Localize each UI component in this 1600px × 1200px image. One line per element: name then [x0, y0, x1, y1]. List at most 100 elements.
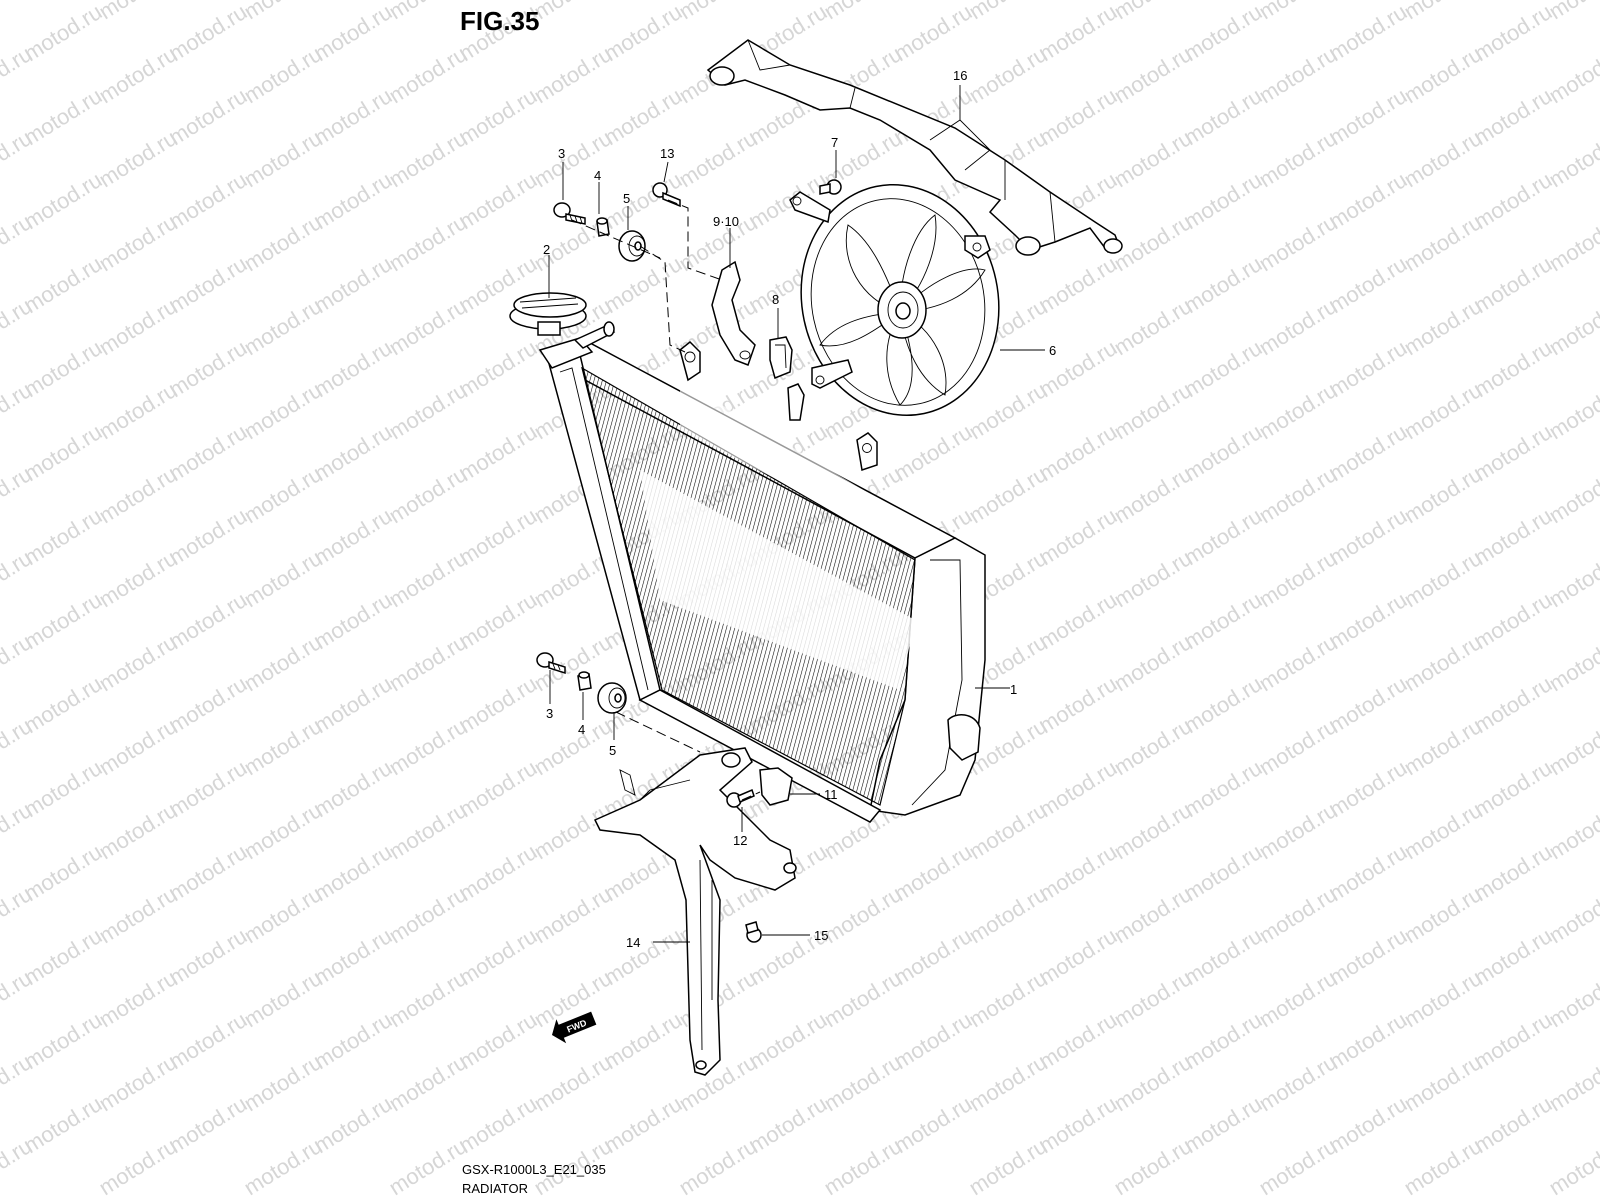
watermark-text: motod.ru — [94, 293, 181, 360]
watermark-text: motod.ru — [0, 0, 36, 24]
callout-2: 2 — [543, 242, 550, 257]
callout-5-lower: 5 — [609, 743, 616, 758]
watermark-text: motod.ru — [384, 797, 471, 864]
watermark-text: motod.ru — [1544, 377, 1600, 444]
watermark-text: motod.ru — [94, 209, 181, 276]
watermark-text: motod.ru — [529, 125, 616, 192]
watermark-text: motod.ru — [239, 377, 326, 444]
watermark-text: motod.ru — [1399, 965, 1486, 1032]
watermark-text: motod.ru — [1544, 461, 1600, 528]
watermark-text: motod.ru — [1109, 125, 1196, 192]
watermark-text: motod.ru — [1109, 965, 1196, 1032]
watermark-text: motod.ru — [1399, 293, 1486, 360]
watermark-text: motod.ru — [1254, 41, 1341, 108]
watermark-text: motod.ru — [384, 0, 471, 24]
watermark-text: motod.ru — [94, 629, 181, 696]
assembly-lines — [571, 199, 761, 801]
watermark-text: motod.ru — [239, 797, 326, 864]
watermark-text: motod.ru — [1399, 0, 1486, 24]
watermark-text: motod.ru — [1109, 1049, 1196, 1116]
figure-title: FIG.35 — [460, 6, 539, 36]
watermark-text: motod.ru — [1109, 1133, 1196, 1200]
watermark-text: motod.ru — [1399, 545, 1486, 612]
watermark-text: motod.ru — [674, 0, 761, 24]
watermark-text: motod.ru — [94, 377, 181, 444]
watermark-text: motod.ru — [529, 1049, 616, 1116]
watermark-text: motod.ru — [1399, 797, 1486, 864]
callout-14: 14 — [626, 935, 640, 950]
watermark-text: motod.ru — [1109, 377, 1196, 444]
watermark-text: motod.ru — [239, 713, 326, 780]
watermark-text: motod.ru — [1399, 713, 1486, 780]
watermark-text: motod.ru — [384, 209, 471, 276]
cooling-fan — [789, 183, 1000, 417]
watermark-text: motod.ru — [1254, 965, 1341, 1032]
callout-6: 6 — [1049, 343, 1056, 358]
watermark-text: motod.ru — [1544, 545, 1600, 612]
callout-3-lower: 3 — [546, 706, 553, 721]
model-code: GSX-R1000L3_E21_035 — [462, 1162, 606, 1177]
watermark-text: motod.ru — [529, 881, 616, 948]
watermark-text: motod.ru — [1544, 41, 1600, 108]
watermark-text: motod.ru — [1254, 209, 1341, 276]
watermark-text: motod.ru — [819, 0, 906, 24]
callout-4-lower: 4 — [578, 722, 585, 737]
watermark-text: motod.ru — [674, 125, 761, 192]
watermark-text: motod.ru — [1399, 125, 1486, 192]
watermark-text: motod.ru — [239, 1049, 326, 1116]
callout-1: 1 — [1010, 682, 1017, 697]
watermark-text: motod.ru — [819, 1049, 906, 1116]
callout-15: 15 — [814, 928, 828, 943]
watermark-text: motod.ru — [94, 713, 181, 780]
watermark-text: motod.ru — [384, 965, 471, 1032]
callout-11: 11 — [824, 787, 838, 802]
watermark-text: motod.ru — [1254, 545, 1341, 612]
watermark-text: motod.ru — [529, 713, 616, 780]
watermark-text: motod.ru — [1399, 881, 1486, 948]
watermark-text: motod.ru — [964, 1049, 1051, 1116]
watermark-text: motod.ru — [1544, 293, 1600, 360]
watermark-text: motod.ru — [384, 629, 471, 696]
watermark-text: motod.ru — [674, 1133, 761, 1200]
watermark-text: motod.ru — [94, 881, 181, 948]
watermark-text: motod.ru — [1544, 797, 1600, 864]
watermark-text: motod.ru — [1544, 965, 1600, 1032]
upper-hardware — [553, 179, 842, 380]
watermark-text: motod.ru — [384, 545, 471, 612]
watermark-text: motod.ru — [1254, 1049, 1341, 1116]
watermark-text: motod.ru — [239, 965, 326, 1032]
watermark-text: motod.ru — [239, 125, 326, 192]
watermark-text: motod.ru — [1109, 545, 1196, 612]
watermark-text: motod.ru — [384, 293, 471, 360]
diagram-caption: RADIATOR — [462, 1181, 528, 1196]
watermark-text: motod.ru — [384, 461, 471, 528]
watermark-text: motod.ru — [1254, 0, 1341, 24]
watermark-text: motod.ru — [1399, 461, 1486, 528]
watermark-text: motod.ru — [529, 41, 616, 108]
radiator-core — [538, 321, 986, 823]
watermark-text: motod.ru — [1254, 461, 1341, 528]
watermark-text: motod.ru — [384, 1049, 471, 1116]
watermark-text: motod.ru — [1109, 461, 1196, 528]
watermark-text: motod.ru — [529, 0, 616, 24]
watermark-text: motod.ru — [964, 797, 1051, 864]
watermark-text: motod.ru — [384, 41, 471, 108]
callout-4-upper: 4 — [594, 168, 601, 183]
watermark-text: motod.ru — [1544, 209, 1600, 276]
callout-12: 12 — [733, 833, 747, 848]
watermark-text: motod.ru — [1399, 1133, 1486, 1200]
watermark-text: motod.ru — [239, 545, 326, 612]
watermark-text: motod.ru — [1254, 797, 1341, 864]
leader-lines — [548, 85, 1045, 943]
watermark-text: motod.ru — [964, 0, 1051, 24]
watermark-text: motod.ru — [94, 41, 181, 108]
callout-9-10: 9·10 — [713, 214, 739, 229]
watermark-text: motod.ru — [384, 125, 471, 192]
watermark-text: motod.ru — [1254, 713, 1341, 780]
watermark-text: motod.ru — [819, 1133, 906, 1200]
watermark-text: motod.ru — [1109, 41, 1196, 108]
watermark-text: motod.ru — [1109, 881, 1196, 948]
watermark-text: motod.ru — [94, 797, 181, 864]
watermark-text: motod.ru — [1399, 209, 1486, 276]
